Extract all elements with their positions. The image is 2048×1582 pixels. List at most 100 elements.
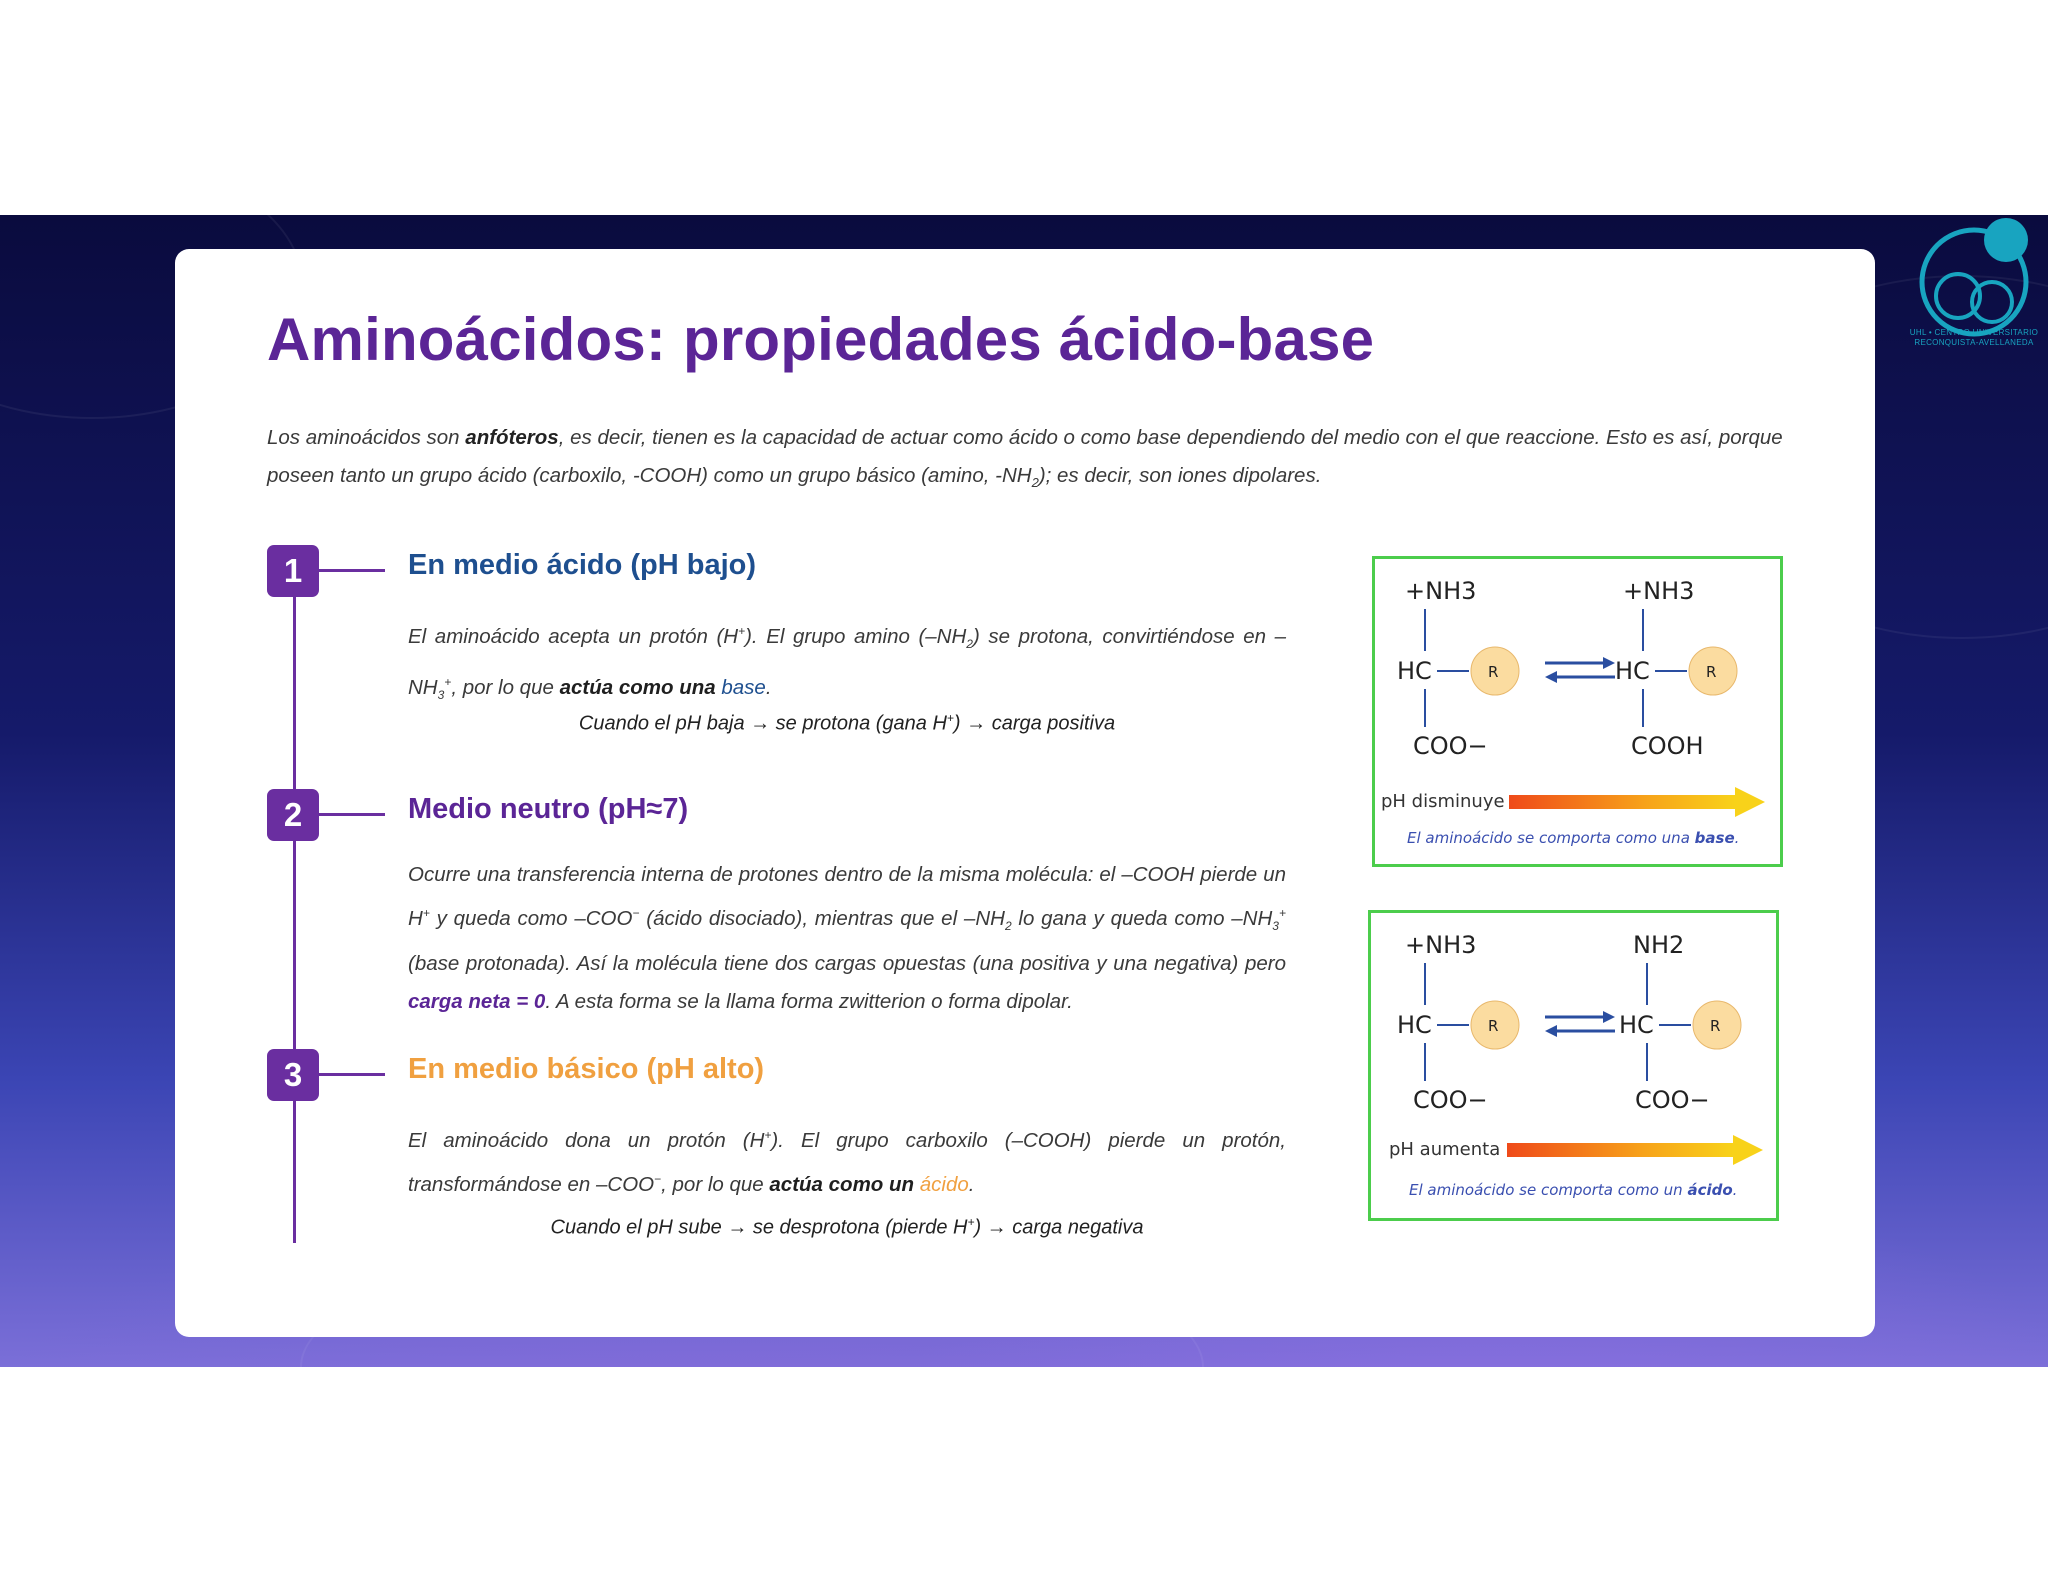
rule-line-basic: Cuando el pH sube → se desprotona (pierd… bbox=[408, 1215, 1286, 1240]
superscript: + bbox=[738, 624, 746, 638]
chem-label: +NH3 bbox=[1623, 577, 1694, 605]
body-text: , por lo que bbox=[451, 675, 560, 699]
chem-label: COO− bbox=[1413, 1086, 1488, 1114]
superscript: + bbox=[967, 1215, 975, 1229]
rule-line-acid: Cuando el pH baja → se protona (gana H+)… bbox=[408, 711, 1286, 736]
rule-text: ) → carga negativa bbox=[974, 1216, 1144, 1239]
ph-label: pH disminuye bbox=[1381, 791, 1505, 812]
body-text: El aminoácido dona un protón (H bbox=[408, 1128, 765, 1152]
superscript: − bbox=[632, 906, 640, 920]
emphasis-text: actúa como una bbox=[559, 675, 716, 699]
superscript: + bbox=[1278, 906, 1286, 920]
r-group-icon bbox=[1688, 646, 1738, 696]
step-badge-3: 3 bbox=[267, 1049, 319, 1101]
intro-bold-term: anfóteros bbox=[465, 426, 559, 449]
superscript: + bbox=[946, 711, 954, 725]
content-card: Aminoácidos: propiedades ácido-base Los … bbox=[175, 249, 1875, 1337]
figure-ph-decrease-diagram: +NH3 HC R COO− +NH3 HC R COOH pH disminu… bbox=[1381, 577, 1765, 847]
r-group-icon bbox=[1470, 1000, 1520, 1050]
chem-label: COO− bbox=[1413, 732, 1488, 760]
keyword-base: base bbox=[721, 675, 766, 699]
keyword-net-charge: carga neta = 0 bbox=[408, 989, 546, 1013]
step-body-neutral: Ocurre una transferencia interna de prot… bbox=[408, 856, 1286, 1021]
step-body-basic: El aminoácido dona un protón (H+). El gr… bbox=[408, 1116, 1286, 1204]
body-text: ). El grupo carboxilo (–COOH) pierde un … bbox=[408, 1128, 1286, 1196]
intro-subscript: 2 bbox=[1031, 475, 1039, 491]
chem-label: HC bbox=[1619, 1011, 1654, 1039]
intro-text: , es decir, tienen es la capacidad de ac… bbox=[267, 426, 1783, 487]
step-connector bbox=[319, 813, 385, 816]
logo-caption: UHL • CENTRO UNIVERSITARIO RECONQUISTA-A… bbox=[1906, 328, 2042, 348]
caption-text: . bbox=[1735, 829, 1740, 847]
figure-ph-increase: +NH3 HC R COO− NH2 HC R COO− pH aumenta … bbox=[1368, 910, 1779, 1221]
keyword-acid: ácido bbox=[919, 1172, 969, 1196]
body-text: ). El grupo amino (–NH bbox=[745, 624, 967, 648]
chem-label: +NH3 bbox=[1405, 931, 1476, 959]
intro-text: Los aminoácidos son bbox=[267, 426, 466, 449]
step-badge-2: 2 bbox=[267, 789, 319, 841]
subscript: 3 bbox=[1272, 918, 1279, 933]
subscript: 3 bbox=[437, 687, 445, 702]
rule-text: Cuando el pH baja → se protona (gana H bbox=[578, 712, 947, 735]
chem-label: HC bbox=[1397, 657, 1432, 685]
body-text: lo gana y queda como –NH bbox=[1011, 906, 1273, 930]
chem-label: HC bbox=[1397, 1011, 1432, 1039]
chem-label: +NH3 bbox=[1405, 577, 1476, 605]
body-text: (ácido disociado), mientras que el –NH bbox=[639, 906, 1005, 930]
chem-label: HC bbox=[1615, 657, 1650, 685]
figure-ph-decrease: +NH3 HC R COO− +NH3 HC R COOH pH disminu… bbox=[1372, 556, 1783, 867]
chem-label: NH2 bbox=[1633, 931, 1684, 959]
superscript: + bbox=[764, 1128, 772, 1142]
body-text: . bbox=[765, 675, 772, 699]
subscript: 2 bbox=[966, 636, 973, 651]
caption-text: . bbox=[1733, 1181, 1738, 1199]
caption-keyword: ácido bbox=[1687, 1181, 1732, 1199]
figure-caption: El aminoácido se comporta como un ácido. bbox=[1409, 1181, 1737, 1199]
timeline-line bbox=[293, 571, 296, 1243]
arrow-head-icon bbox=[1603, 657, 1615, 669]
body-text: y queda como –COO bbox=[429, 906, 633, 930]
chem-label: COO− bbox=[1635, 1086, 1710, 1114]
caption-keyword: base bbox=[1695, 829, 1735, 847]
chem-label: R bbox=[1488, 663, 1498, 681]
body-text: . bbox=[968, 1172, 975, 1196]
body-text: . A esta forma se la llama forma zwitter… bbox=[545, 989, 1073, 1013]
body-text: (base protonada). Así la molécula tiene … bbox=[408, 951, 1286, 975]
body-text: ) se protona, convirtiéndose en –NH bbox=[408, 624, 1286, 699]
chem-label: R bbox=[1710, 1017, 1720, 1035]
rule-text: ) → carga positiva bbox=[953, 712, 1116, 735]
caption-text: El aminoácido se comporta como un bbox=[1409, 1181, 1687, 1199]
body-text: El aminoácido acepta un protón (H bbox=[408, 624, 739, 648]
ph-gradient-arrow-icon bbox=[1507, 1143, 1733, 1157]
arrow-head-icon bbox=[1735, 787, 1765, 817]
step-badge-1: 1 bbox=[267, 545, 319, 597]
chem-label: R bbox=[1706, 663, 1716, 681]
step-connector bbox=[319, 569, 385, 572]
caption-text: El aminoácido se comporta como una bbox=[1407, 829, 1695, 847]
superscript: + bbox=[444, 674, 452, 689]
body-text: , por lo que bbox=[661, 1172, 770, 1196]
superscript: − bbox=[654, 1171, 662, 1186]
body-text: Ocurre una transferencia interna de prot… bbox=[408, 863, 1286, 930]
step-title-neutral: Medio neutro (pH≈7) bbox=[408, 793, 689, 825]
university-logo-icon bbox=[1919, 218, 2029, 337]
figure-ph-increase-diagram: +NH3 HC R COO− NH2 HC R COO− pH aumenta … bbox=[1389, 931, 1763, 1199]
subscript: 2 bbox=[1004, 918, 1012, 933]
emphasis-text: actúa como un bbox=[769, 1172, 915, 1196]
step-title-basic: En medio básico (pH alto) bbox=[408, 1053, 765, 1085]
r-group-icon bbox=[1692, 1000, 1742, 1050]
arrow-head-icon bbox=[1545, 1025, 1557, 1037]
superscript: + bbox=[422, 906, 430, 920]
ph-gradient-arrow-icon bbox=[1509, 795, 1735, 809]
arrow-head-icon bbox=[1603, 1011, 1615, 1023]
arrow-head-icon bbox=[1545, 671, 1557, 683]
rule-text: Cuando el pH sube → se desprotona (pierd… bbox=[550, 1216, 968, 1239]
arrow-head-icon bbox=[1733, 1135, 1763, 1165]
step-title-acid: En medio ácido (pH bajo) bbox=[408, 549, 757, 581]
chem-label: R bbox=[1488, 1017, 1498, 1035]
step-body-acid: El aminoácido acepta un protón (H+). El … bbox=[408, 612, 1286, 714]
intro-paragraph: Los aminoácidos son anfóteros, es decir,… bbox=[267, 419, 1797, 502]
chem-label: COOH bbox=[1631, 732, 1704, 760]
intro-text: ); es decir, son iones dipolares. bbox=[1038, 464, 1322, 487]
page-title: Aminoácidos: propiedades ácido-base bbox=[267, 306, 1375, 373]
